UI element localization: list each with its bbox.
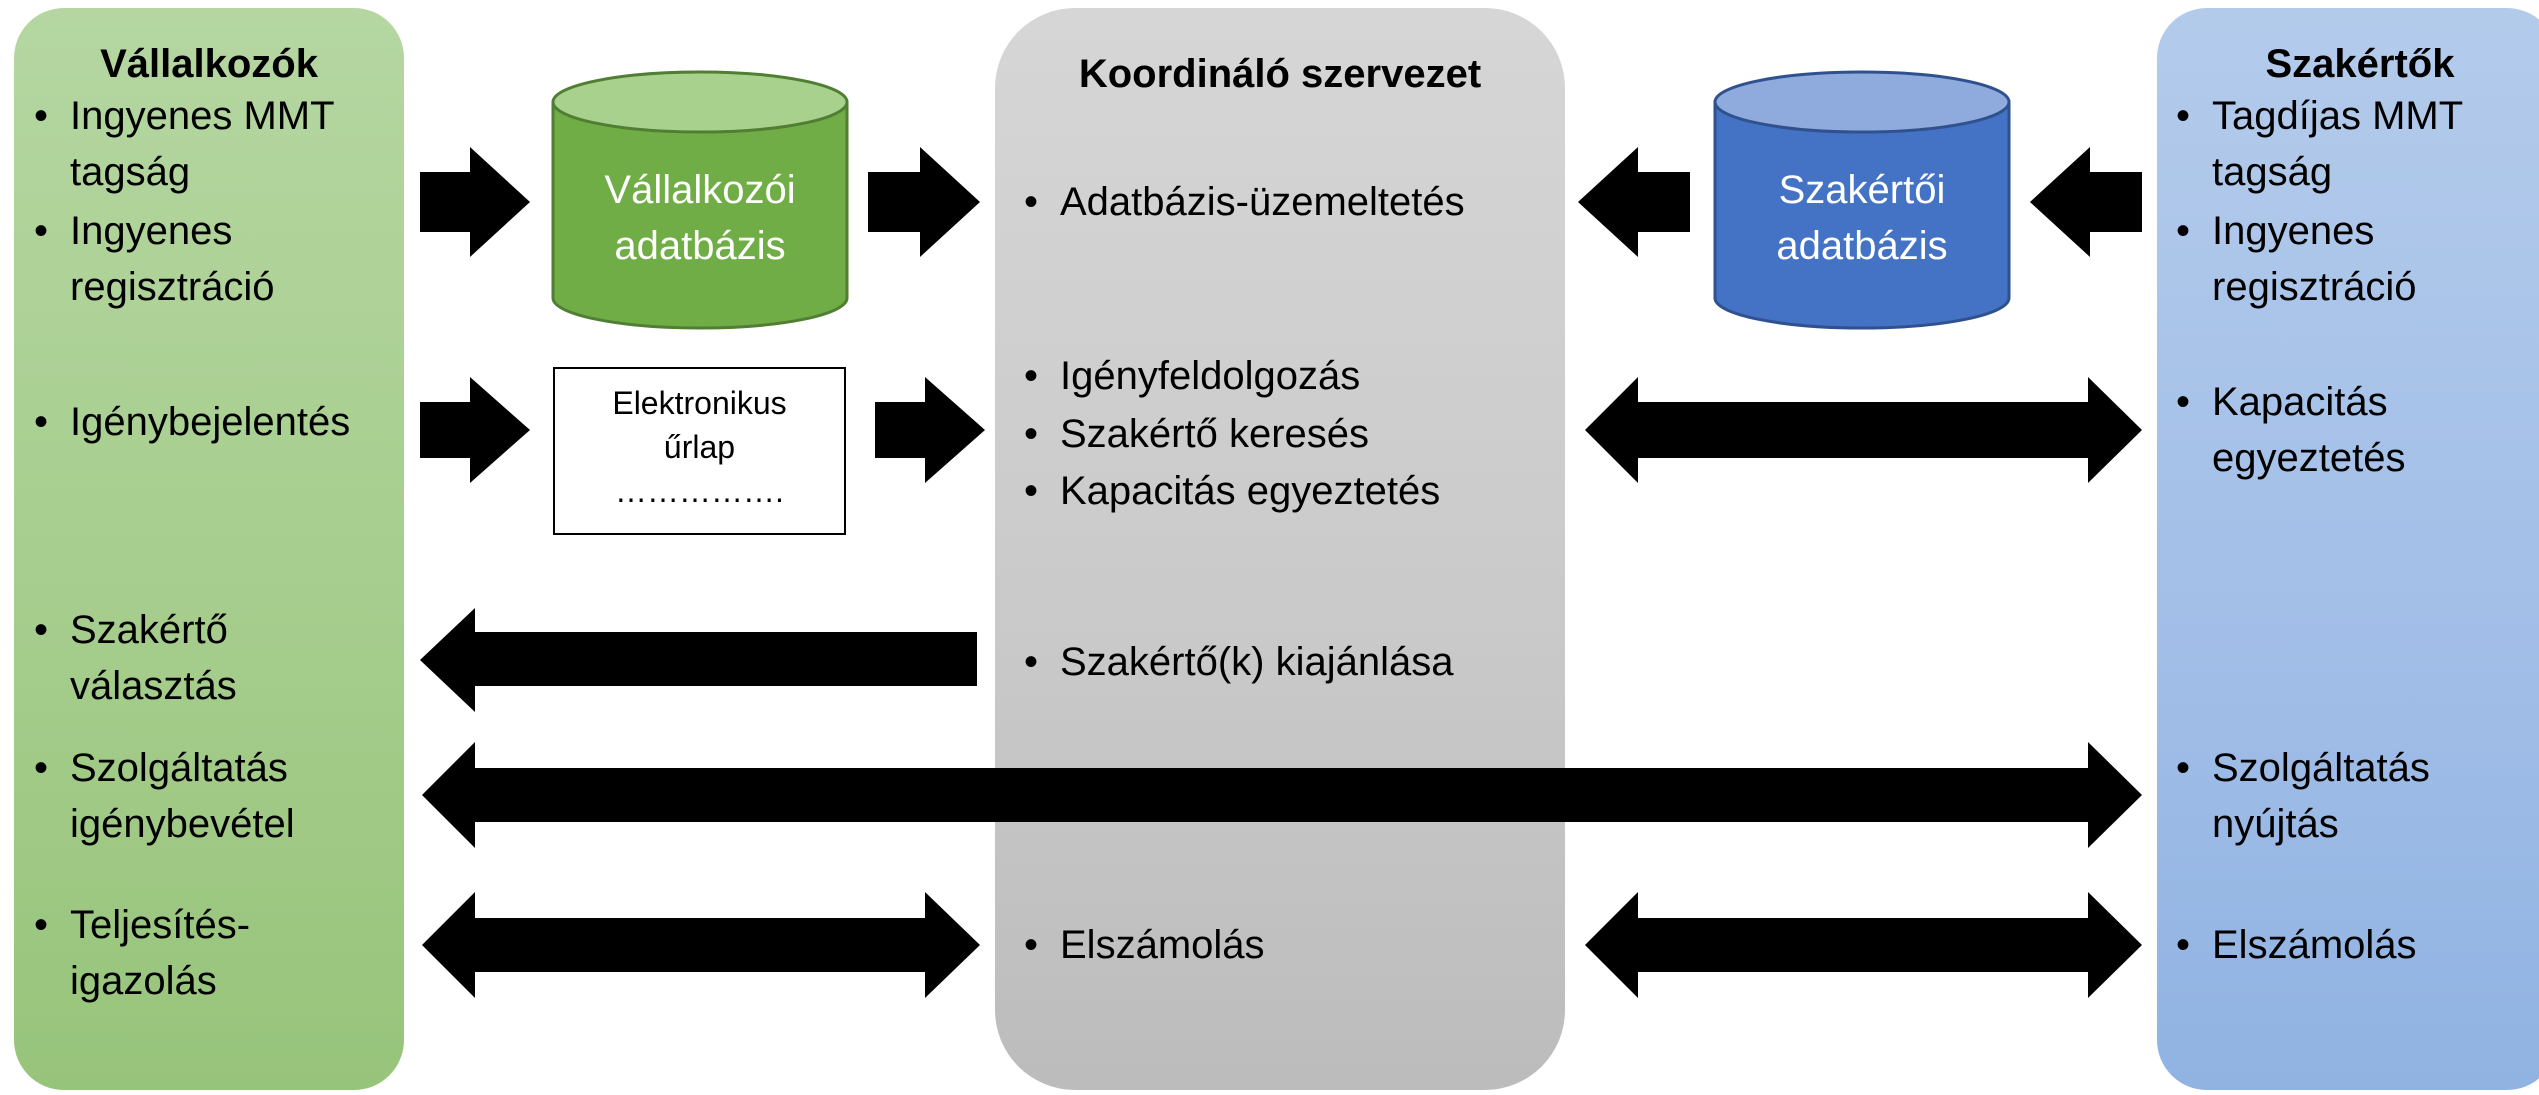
szakertok-title: Szakértők: [2265, 42, 2455, 86]
center-item-adatbazis-uzemeltetes: • Adatbázis-üzemeltetés: [1024, 180, 1465, 224]
szakertoi-adatbazis-label: Szakértői adatbázis: [1776, 168, 1948, 268]
arrow-left-right-to-db: [2030, 147, 2142, 257]
arrow-left-center-to-left-offer: [420, 608, 977, 712]
arrow-double-service: [422, 742, 2142, 848]
left-item-teljesites-igazolas: • Teljesítés-igazolás: [34, 903, 251, 1003]
vallalkozok-title: Vállalkozók: [100, 42, 318, 86]
arrow-left-db-to-center: [1578, 147, 1690, 257]
vallalkozoi-adatbazis-label: Vállalkozói adatbázis: [604, 168, 796, 268]
center-item-szakerto-kereses: • Szakértő keresés: [1024, 412, 1370, 456]
left-item-igenybejelentes: • Igénybejelentés: [34, 400, 351, 444]
koordinalo-szervezet-panel: [995, 8, 1565, 1090]
arrow-double-center-right-billing: [1585, 892, 2142, 998]
center-item-szakertok-kiajanlasa: • Szakértő(k) kiajánlása: [1024, 640, 1454, 684]
arrow-double-center-right-capacity: [1585, 377, 2142, 483]
center-item-kapacitas-egyeztetes: • Kapacitás egyeztetés: [1024, 469, 1441, 513]
right-item-elszamolas: • Elszámolás: [2176, 923, 2417, 967]
arrow-right-left-to-db: [420, 147, 530, 257]
vallalkozok-panel: [14, 8, 404, 1090]
center-item-elszamolas: • Elszámolás: [1024, 923, 1265, 967]
koordinalo-szervezet-title: Koordináló szervezet: [1078, 52, 1482, 96]
arrow-double-left-center-billing: [422, 892, 980, 998]
szakertok-panel: [2157, 8, 2539, 1090]
arrow-right-left-to-form: [420, 377, 530, 483]
vallalkozoi-adatbazis-cylinder: [551, 70, 849, 330]
arrow-right-form-to-center: [875, 377, 985, 483]
center-item-igenyfeldolgozas: • Igényfeldolgozás: [1024, 354, 1361, 398]
szakertoi-adatbazis-cylinder: [1713, 70, 2011, 330]
arrow-right-db-to-center: [868, 147, 980, 257]
elektronikus-urlap-box: Elektronikus űrlap …………….: [553, 367, 846, 535]
